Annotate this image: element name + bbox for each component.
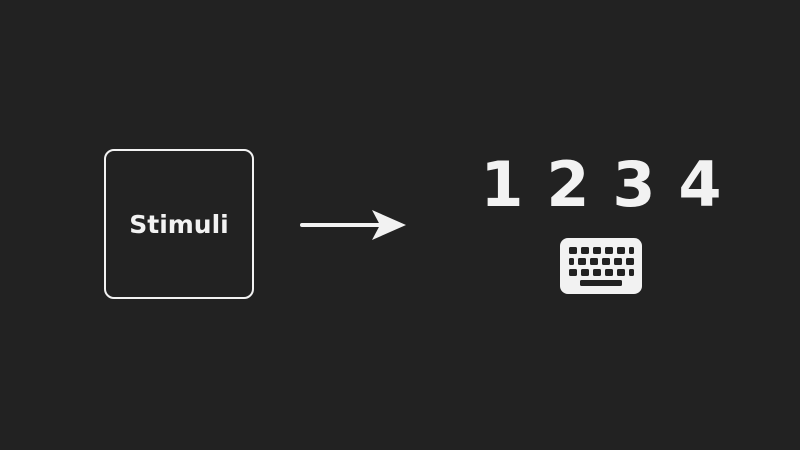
response-number-2: 2 [546,148,590,221]
stimuli-box: Stimuli [104,149,254,299]
response-numbers: 1 2 3 4 [478,150,724,220]
stimuli-label: Stimuli [129,209,229,239]
response-number-3: 3 [612,148,656,221]
response-number-1: 1 [480,148,524,221]
right-arrow-icon [300,210,406,240]
response-number-4: 4 [678,148,722,221]
keyboard-icon [560,238,642,294]
